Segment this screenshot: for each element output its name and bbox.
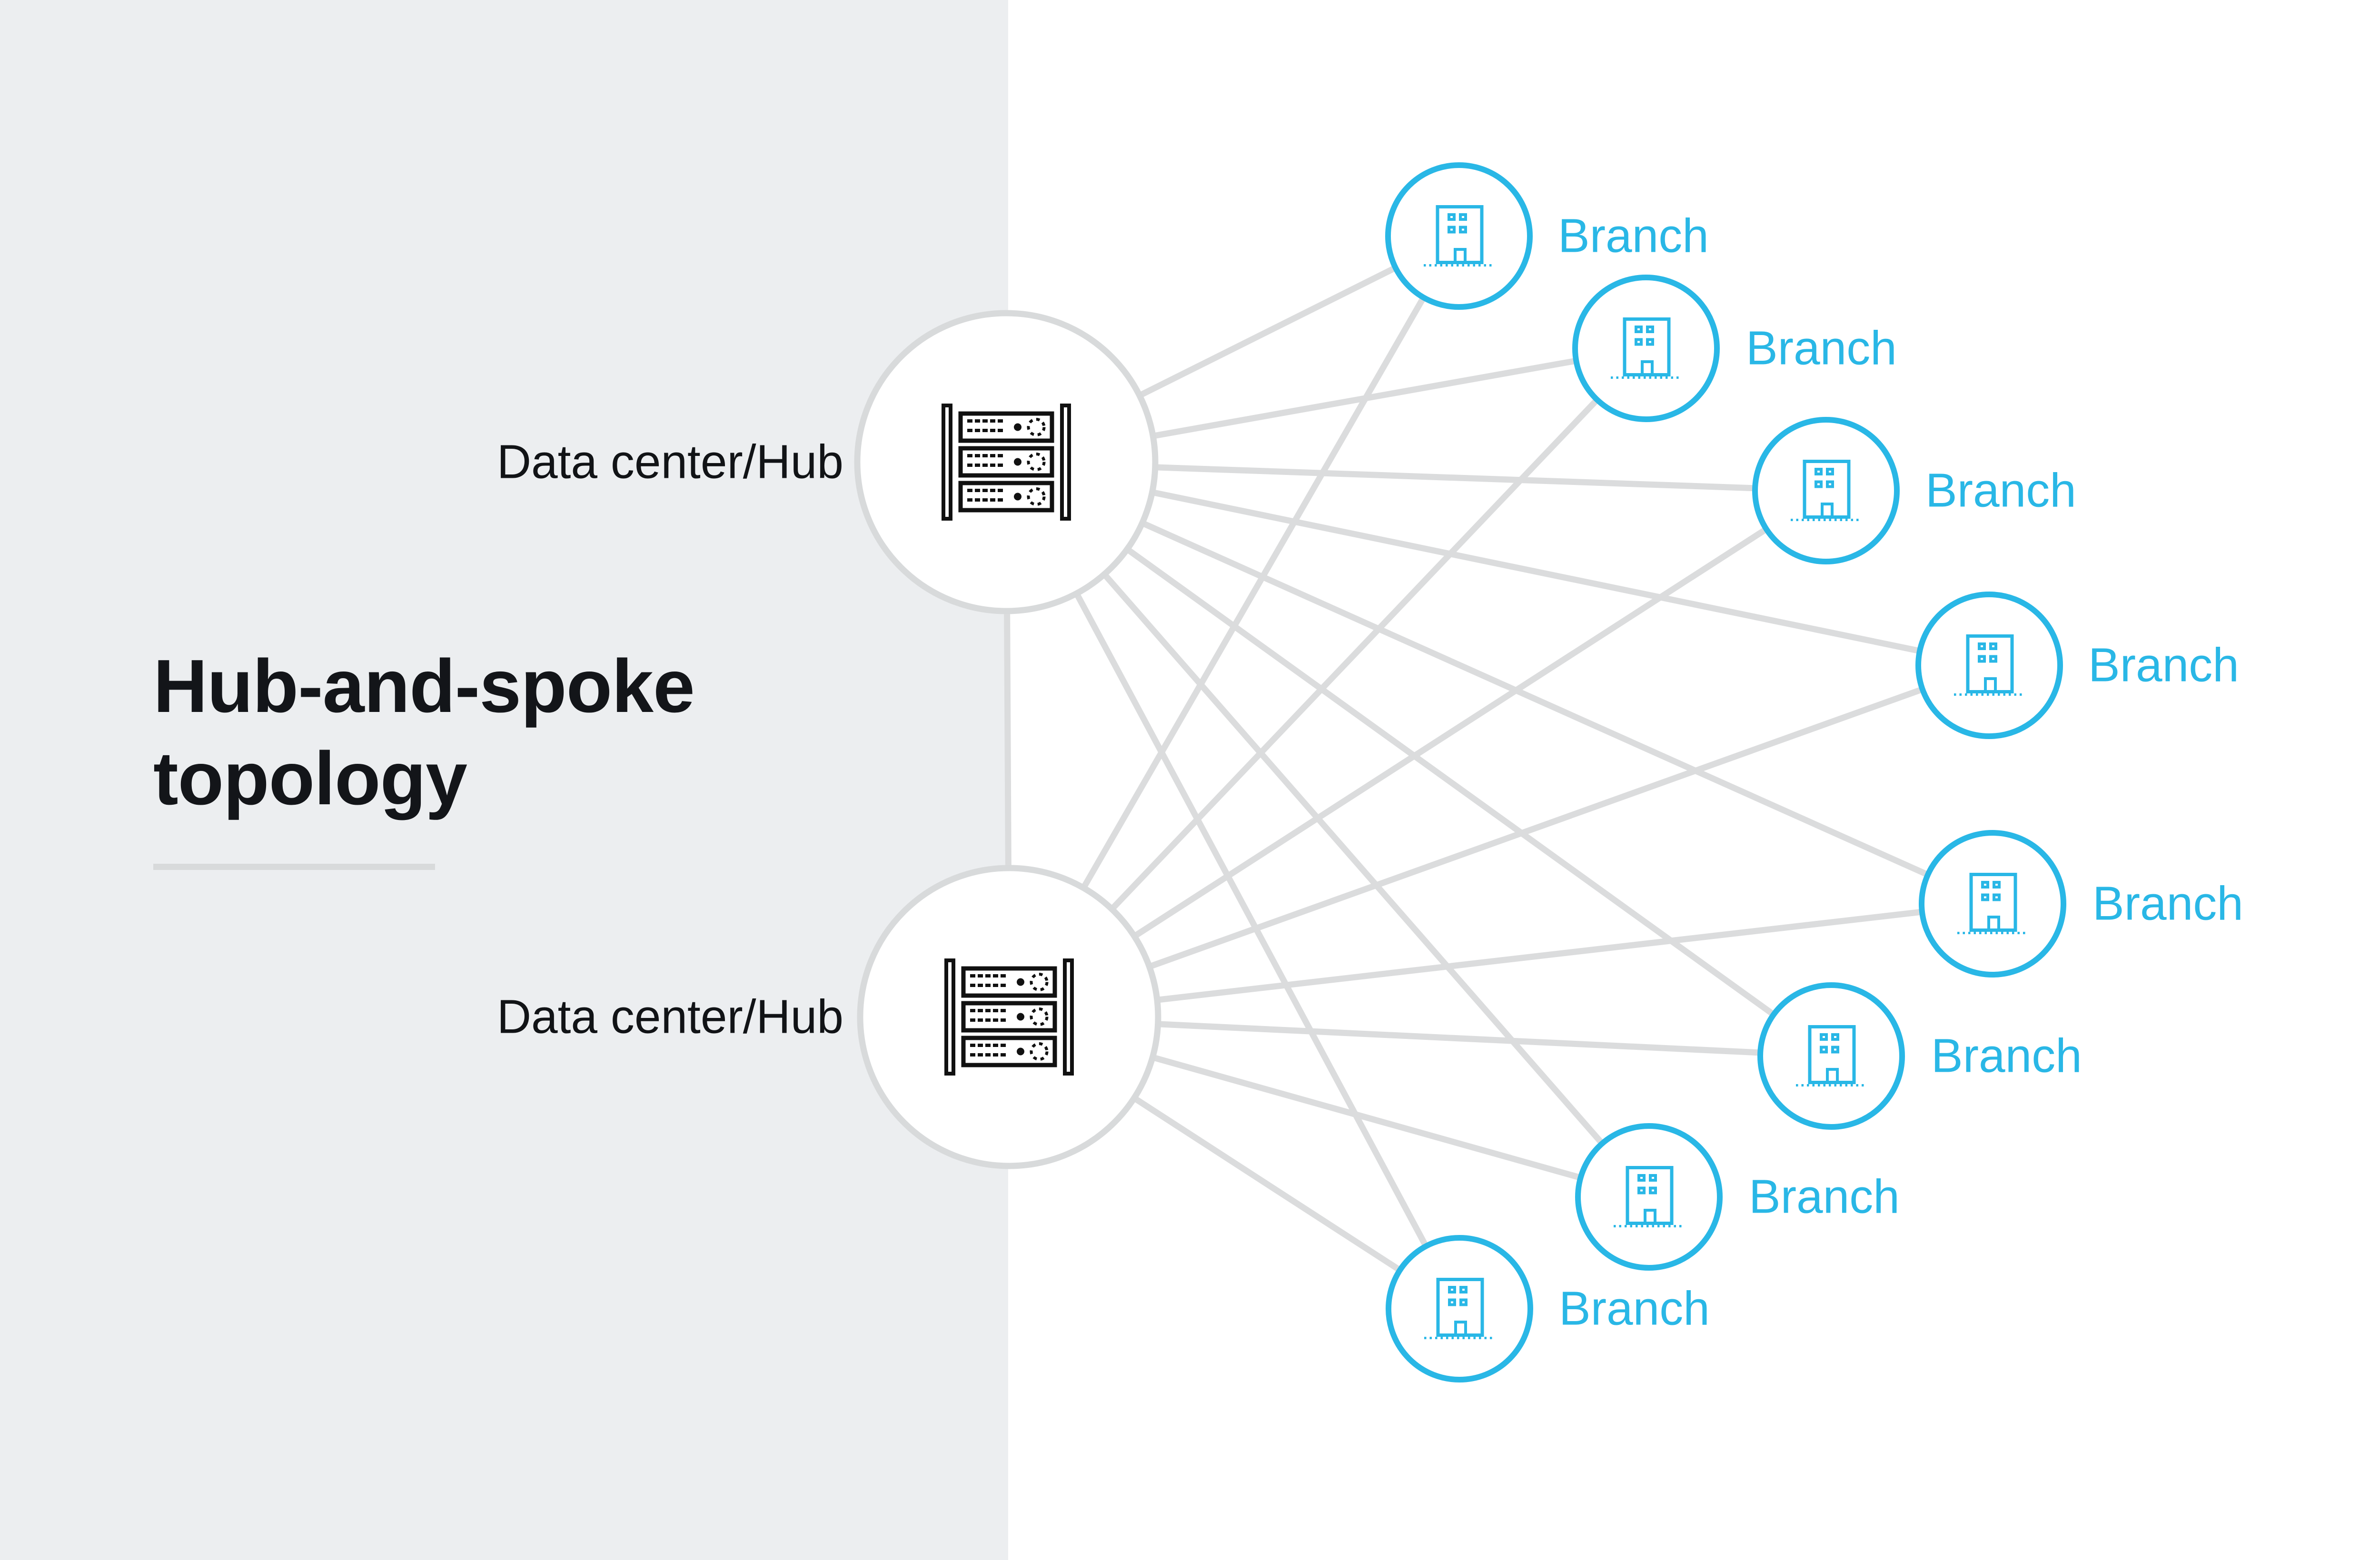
branch-label: Branch bbox=[1746, 321, 1897, 375]
connection-line bbox=[1009, 900, 1993, 1020]
branch-node-6 bbox=[1757, 982, 1905, 1130]
branch-label: Branch bbox=[1559, 1282, 1710, 1335]
branch-circle bbox=[1575, 1123, 1723, 1271]
server-rack-icon bbox=[943, 405, 1069, 519]
connection-line bbox=[1004, 459, 1833, 1059]
branch-label: Branch bbox=[1749, 1170, 1900, 1224]
branch-node-3 bbox=[1752, 417, 1900, 564]
branch-label: Branch bbox=[2092, 877, 2243, 930]
connection-line bbox=[1007, 346, 1648, 1019]
connection-lines bbox=[1003, 233, 1994, 1312]
branch-circle bbox=[1386, 1235, 1533, 1382]
branch-node-5 bbox=[1919, 830, 2066, 977]
connection-line bbox=[1004, 460, 1651, 1199]
connection-line bbox=[1005, 459, 1990, 669]
branch-label: Branch bbox=[1925, 464, 2076, 517]
connection-line bbox=[1005, 459, 1994, 907]
hub-node-1 bbox=[854, 310, 1159, 614]
connection-line bbox=[1003, 460, 1462, 1311]
branch-label: Branch bbox=[2088, 638, 2239, 692]
connection-line bbox=[1007, 488, 1828, 1020]
branch-circle bbox=[1915, 592, 2063, 739]
branch-node-1 bbox=[1385, 162, 1533, 310]
branch-node-8 bbox=[1386, 1235, 1533, 1382]
title-underline bbox=[153, 864, 435, 870]
branch-circle bbox=[1757, 982, 1905, 1130]
branch-circle bbox=[1919, 830, 2066, 977]
branch-node-2 bbox=[1572, 275, 1720, 422]
branch-circle bbox=[1385, 162, 1533, 310]
connection-line bbox=[1008, 662, 1991, 1020]
branch-circle bbox=[1752, 417, 1900, 564]
branch-circle bbox=[1572, 275, 1720, 422]
branch-node-4 bbox=[1915, 592, 2063, 739]
branch-node-7 bbox=[1575, 1123, 1723, 1271]
page-title: Hub-and-spoke topology bbox=[153, 644, 695, 820]
hub-label: Data center/Hub bbox=[496, 435, 843, 489]
hub-node-2 bbox=[857, 865, 1161, 1169]
branch-label: Branch bbox=[1558, 209, 1709, 263]
server-rack-icon bbox=[946, 960, 1072, 1074]
left-panel bbox=[0, 0, 1008, 1560]
branch-label: Branch bbox=[1931, 1029, 2082, 1083]
hub-label: Data center/Hub bbox=[496, 990, 843, 1044]
